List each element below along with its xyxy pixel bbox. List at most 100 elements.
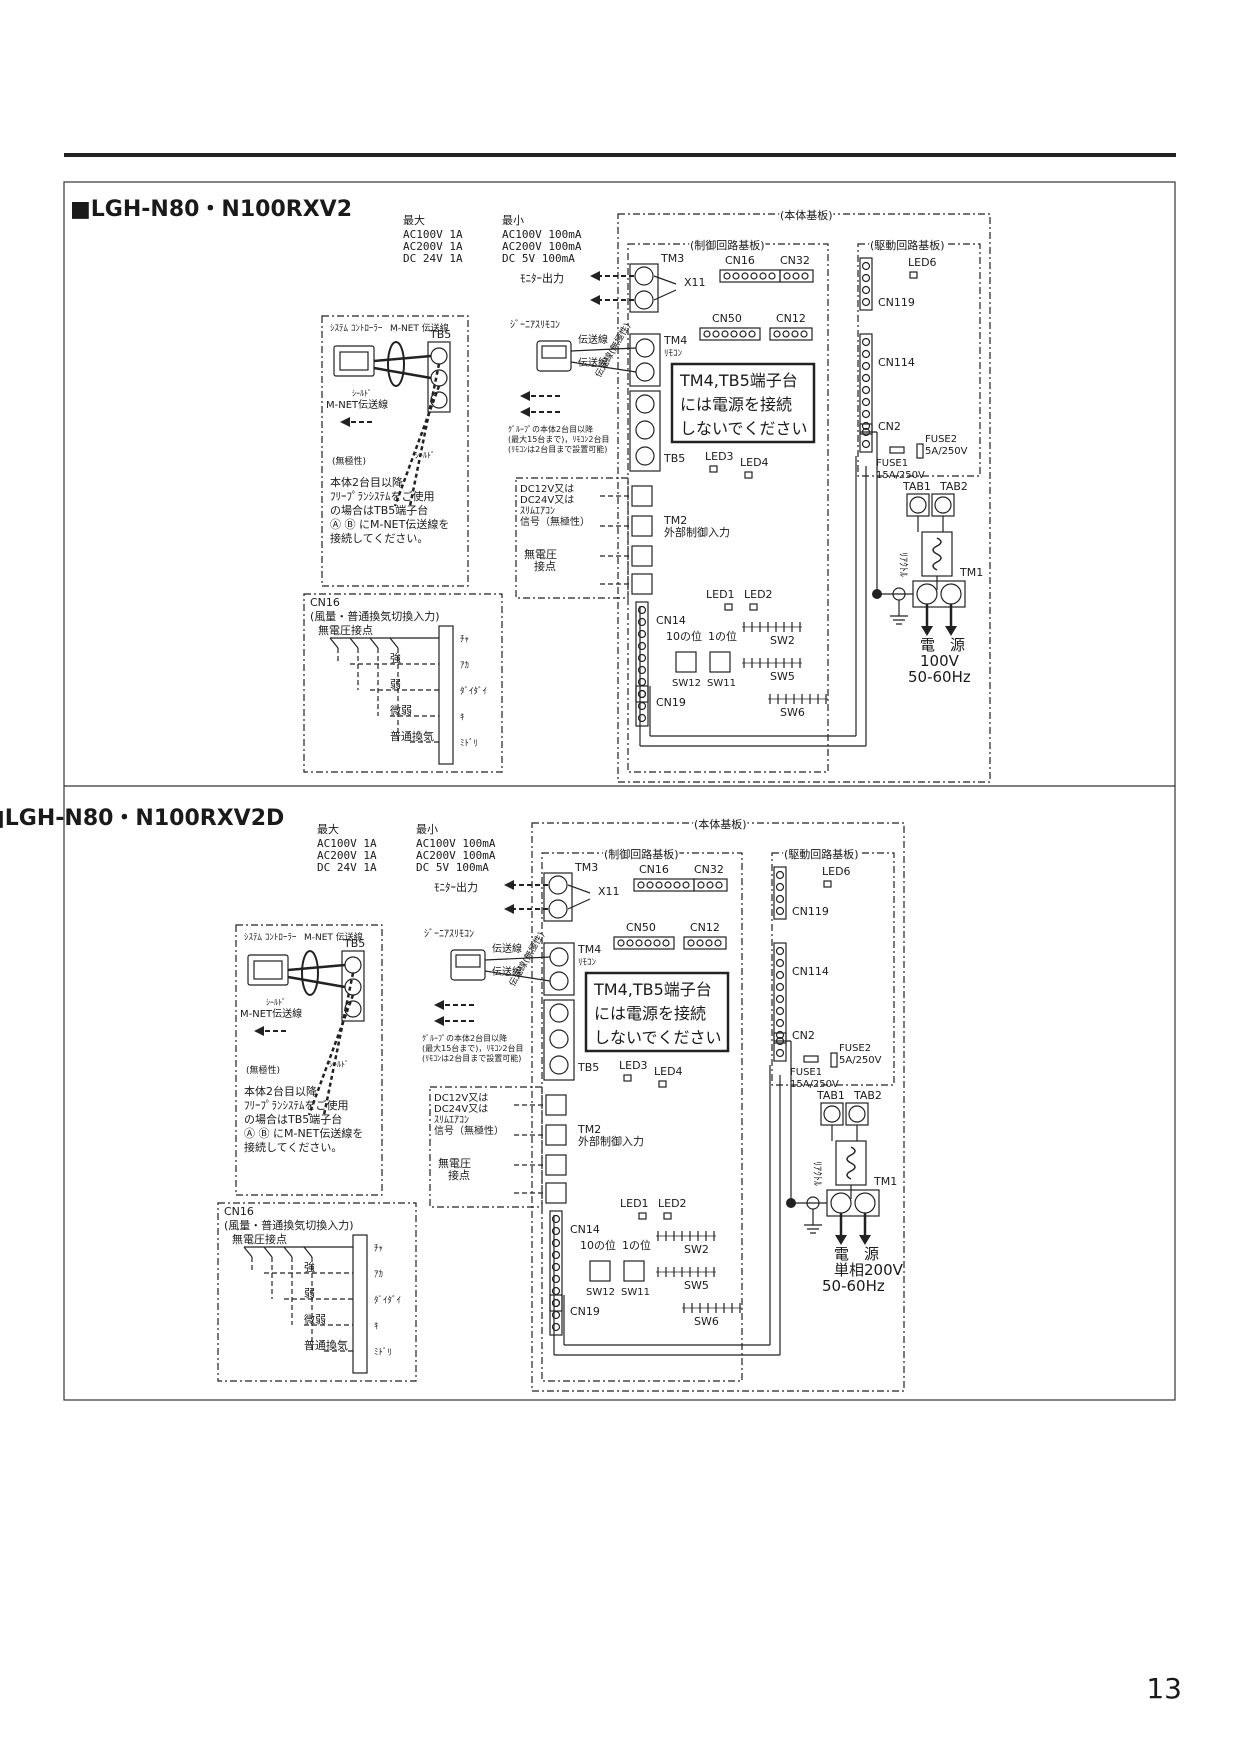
x11-contact <box>567 884 591 894</box>
sw6-label: SW6 <box>780 706 805 719</box>
fuse2-label: FUSE2 <box>839 1043 871 1054</box>
tm4-terminal-1 <box>549 947 569 967</box>
dc-signal-label: DC12V又は <box>434 1092 488 1104</box>
tm2-terminal-1 <box>545 1094 567 1116</box>
cn16-connector-pin <box>768 272 776 280</box>
tab1-screw <box>909 496 927 514</box>
sw12-label: SW12 <box>586 1287 615 1298</box>
tm2-terminal-Z <box>545 1182 567 1204</box>
cn119-connector <box>859 257 873 311</box>
cn16-connector-pin <box>741 272 749 280</box>
sw6-label: SW6 <box>694 1315 719 1328</box>
cn19-connector-pin <box>551 1298 561 1308</box>
tm1-label: TM1 <box>959 566 983 579</box>
reactor-coil <box>846 1146 856 1180</box>
system-controller-area <box>235 924 383 1196</box>
cn16-label: CN16 <box>725 254 755 267</box>
cn19-connector-pin <box>551 1310 561 1320</box>
led2-label: LED2 <box>744 588 773 601</box>
led6-indicator <box>909 271 918 279</box>
second-unit-note: の場合はTB5端子台 <box>244 1112 342 1126</box>
led1-label: LED1 <box>706 588 735 601</box>
cn114-connector-pin <box>775 994 785 1004</box>
cn16-wire-color: ﾀﾞｲﾀﾞｲ <box>374 1295 401 1306</box>
shield-label: ｼｰﾙﾄﾞ <box>352 389 372 398</box>
led2-indicator <box>663 1212 672 1220</box>
cn114-connector-pin <box>775 1006 785 1016</box>
tm3-block <box>629 263 659 313</box>
cn50-connector-pin <box>748 330 756 338</box>
remote-tx-label-2: 伝送線 <box>578 356 608 369</box>
ratings-max-value: DC 24V 1A <box>317 861 377 874</box>
nonpolar-label: (無極性) <box>332 455 366 467</box>
group-arrow-2-head <box>434 1016 444 1026</box>
tb5-label: TB5 <box>663 452 685 465</box>
cn12-connector-pin <box>687 939 695 947</box>
lossnay-remote-label: ｼﾞｰﾆｱｽﾘﾓｺﾝ <box>424 928 474 940</box>
cn12-label: CN12 <box>776 312 806 325</box>
tb5-terminal-b <box>635 420 655 440</box>
main-board-boundary <box>617 213 991 783</box>
shield2-label: ｼｰﾙﾄﾞ <box>329 1060 349 1069</box>
second-unit-note: Ⓐ Ⓑ にM-NET伝送線を <box>244 1126 363 1140</box>
cn16-connector-pin <box>732 272 740 280</box>
warning-text: TM4,TB5端子台 <box>679 371 798 390</box>
tab2-label: TAB2 <box>939 480 968 493</box>
monitor-out-label: ﾓﾆﾀｰ出力 <box>434 880 478 894</box>
main-board-label: (本体基板) <box>780 208 833 222</box>
cn114-connector <box>859 333 873 435</box>
x11-label: X11 <box>598 885 620 898</box>
led4-indicator <box>744 471 753 479</box>
group-arrow-2-head <box>520 407 530 417</box>
cn114-connector-pin <box>775 1018 785 1028</box>
mnet-shield-loop <box>301 950 319 996</box>
tm4-label: TM4 <box>663 334 687 347</box>
fuse2-symbol <box>916 443 924 459</box>
remote-wire <box>484 956 551 961</box>
no-voltage-label: 無電圧 <box>524 547 557 561</box>
drive-board-boundary <box>771 852 895 1086</box>
warning-text: しないでください <box>594 1028 722 1047</box>
diagram-title: ■LGH-N80・N100RXV2 <box>70 197 352 222</box>
cn14-connector-pin <box>551 1214 561 1224</box>
cn16-wire-color: ｱｶ <box>460 660 469 671</box>
no-voltage-label-2: 接点 <box>534 560 556 573</box>
cn119-connector-pin <box>775 870 785 880</box>
control-board-label: (制御回路基板) <box>690 238 765 252</box>
cn16-wire-color: ｷ <box>460 713 465 723</box>
cn16-wire-color: ｷ <box>374 1322 379 1332</box>
dc-signal-label: 信号（無極性） <box>520 515 590 528</box>
cn50-connector-pin <box>626 939 634 947</box>
cn16-switch-area <box>217 1202 417 1382</box>
rotary-tens-label: 10の位 <box>580 1238 616 1252</box>
control-board-label: (制御回路基板) <box>604 847 679 861</box>
tm4-block <box>629 333 661 387</box>
ratings-min-value: AC100V 100mA <box>416 837 496 850</box>
fuse2-rating: 5A/250V <box>925 446 968 457</box>
cn16-contact-lever <box>283 1246 293 1258</box>
cn16-wire-color: ﾀﾞｲﾀﾞｲ <box>460 686 487 697</box>
cn114-connector-pin <box>861 361 871 371</box>
cn16-box-subtitle: (風量・普通換気切換入力) <box>224 1218 354 1232</box>
system-controller-area <box>321 315 469 587</box>
tm1-block <box>912 580 966 608</box>
x11-contact <box>653 289 677 301</box>
system-controller-screen <box>253 960 283 980</box>
warning-box <box>670 362 816 444</box>
led1-label: LED1 <box>620 1197 649 1210</box>
cn50-connector-pin <box>644 939 652 947</box>
led6-label: LED6 <box>822 865 851 878</box>
tm1-terminal-n <box>940 583 962 605</box>
cn32-connector-pin <box>697 881 705 889</box>
main-board-boundary <box>531 822 905 1392</box>
cn32-connector <box>693 878 728 892</box>
group-note: ｸﾞﾙｰﾌﾟの本体2台目以降 <box>508 424 593 434</box>
power-label: 電 源 <box>834 1245 879 1263</box>
tab1-label: TAB1 <box>816 1089 845 1102</box>
cn16-connector-pin <box>682 881 690 889</box>
group-note: (最大15台まで)，ﾘﾓｺﾝ2台目 <box>508 434 610 444</box>
remote-wire <box>570 347 637 352</box>
monitor-arrow-2-head <box>590 295 600 305</box>
page-number: 13 <box>1146 1672 1182 1705</box>
